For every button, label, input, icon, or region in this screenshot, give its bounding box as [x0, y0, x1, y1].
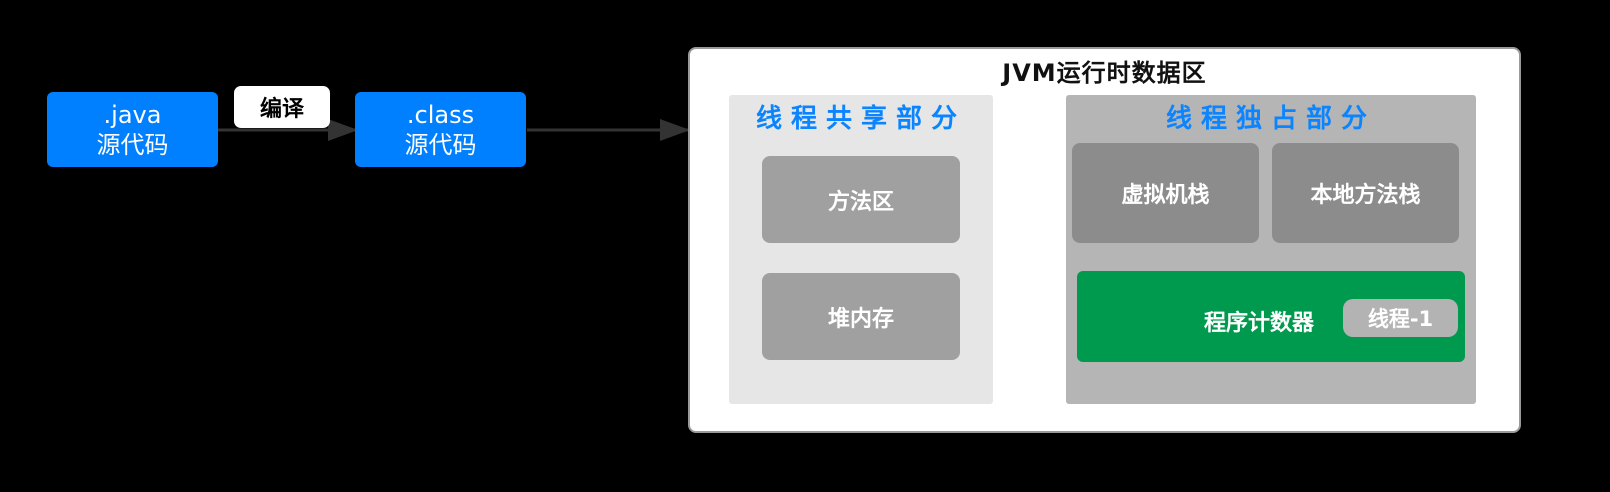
- compile-label: 编译: [234, 86, 330, 128]
- java-source-ext: .java: [103, 100, 162, 129]
- thread-shared-title: 线程共享部分: [755, 104, 966, 134]
- vm-stack-block: 虚拟机栈: [1072, 143, 1259, 243]
- method-area-block: 方法区: [762, 156, 960, 243]
- class-source-label: 源代码: [404, 130, 477, 159]
- java-source-label: 源代码: [96, 130, 169, 159]
- program-counter-label: 程序计数器: [1204, 311, 1315, 336]
- jvm-title: JVM运行时数据区: [1002, 59, 1207, 87]
- thread-private-title: 线程独占部分: [1165, 104, 1376, 134]
- class-source-box: .class 源代码: [355, 92, 526, 167]
- thread-badge: 线程-1: [1343, 299, 1458, 337]
- heap-memory-block: 堆内存: [762, 273, 960, 360]
- java-source-box: .java 源代码: [47, 92, 218, 167]
- class-source-ext: .class: [406, 100, 475, 129]
- native-method-stack-block: 本地方法栈: [1272, 143, 1459, 243]
